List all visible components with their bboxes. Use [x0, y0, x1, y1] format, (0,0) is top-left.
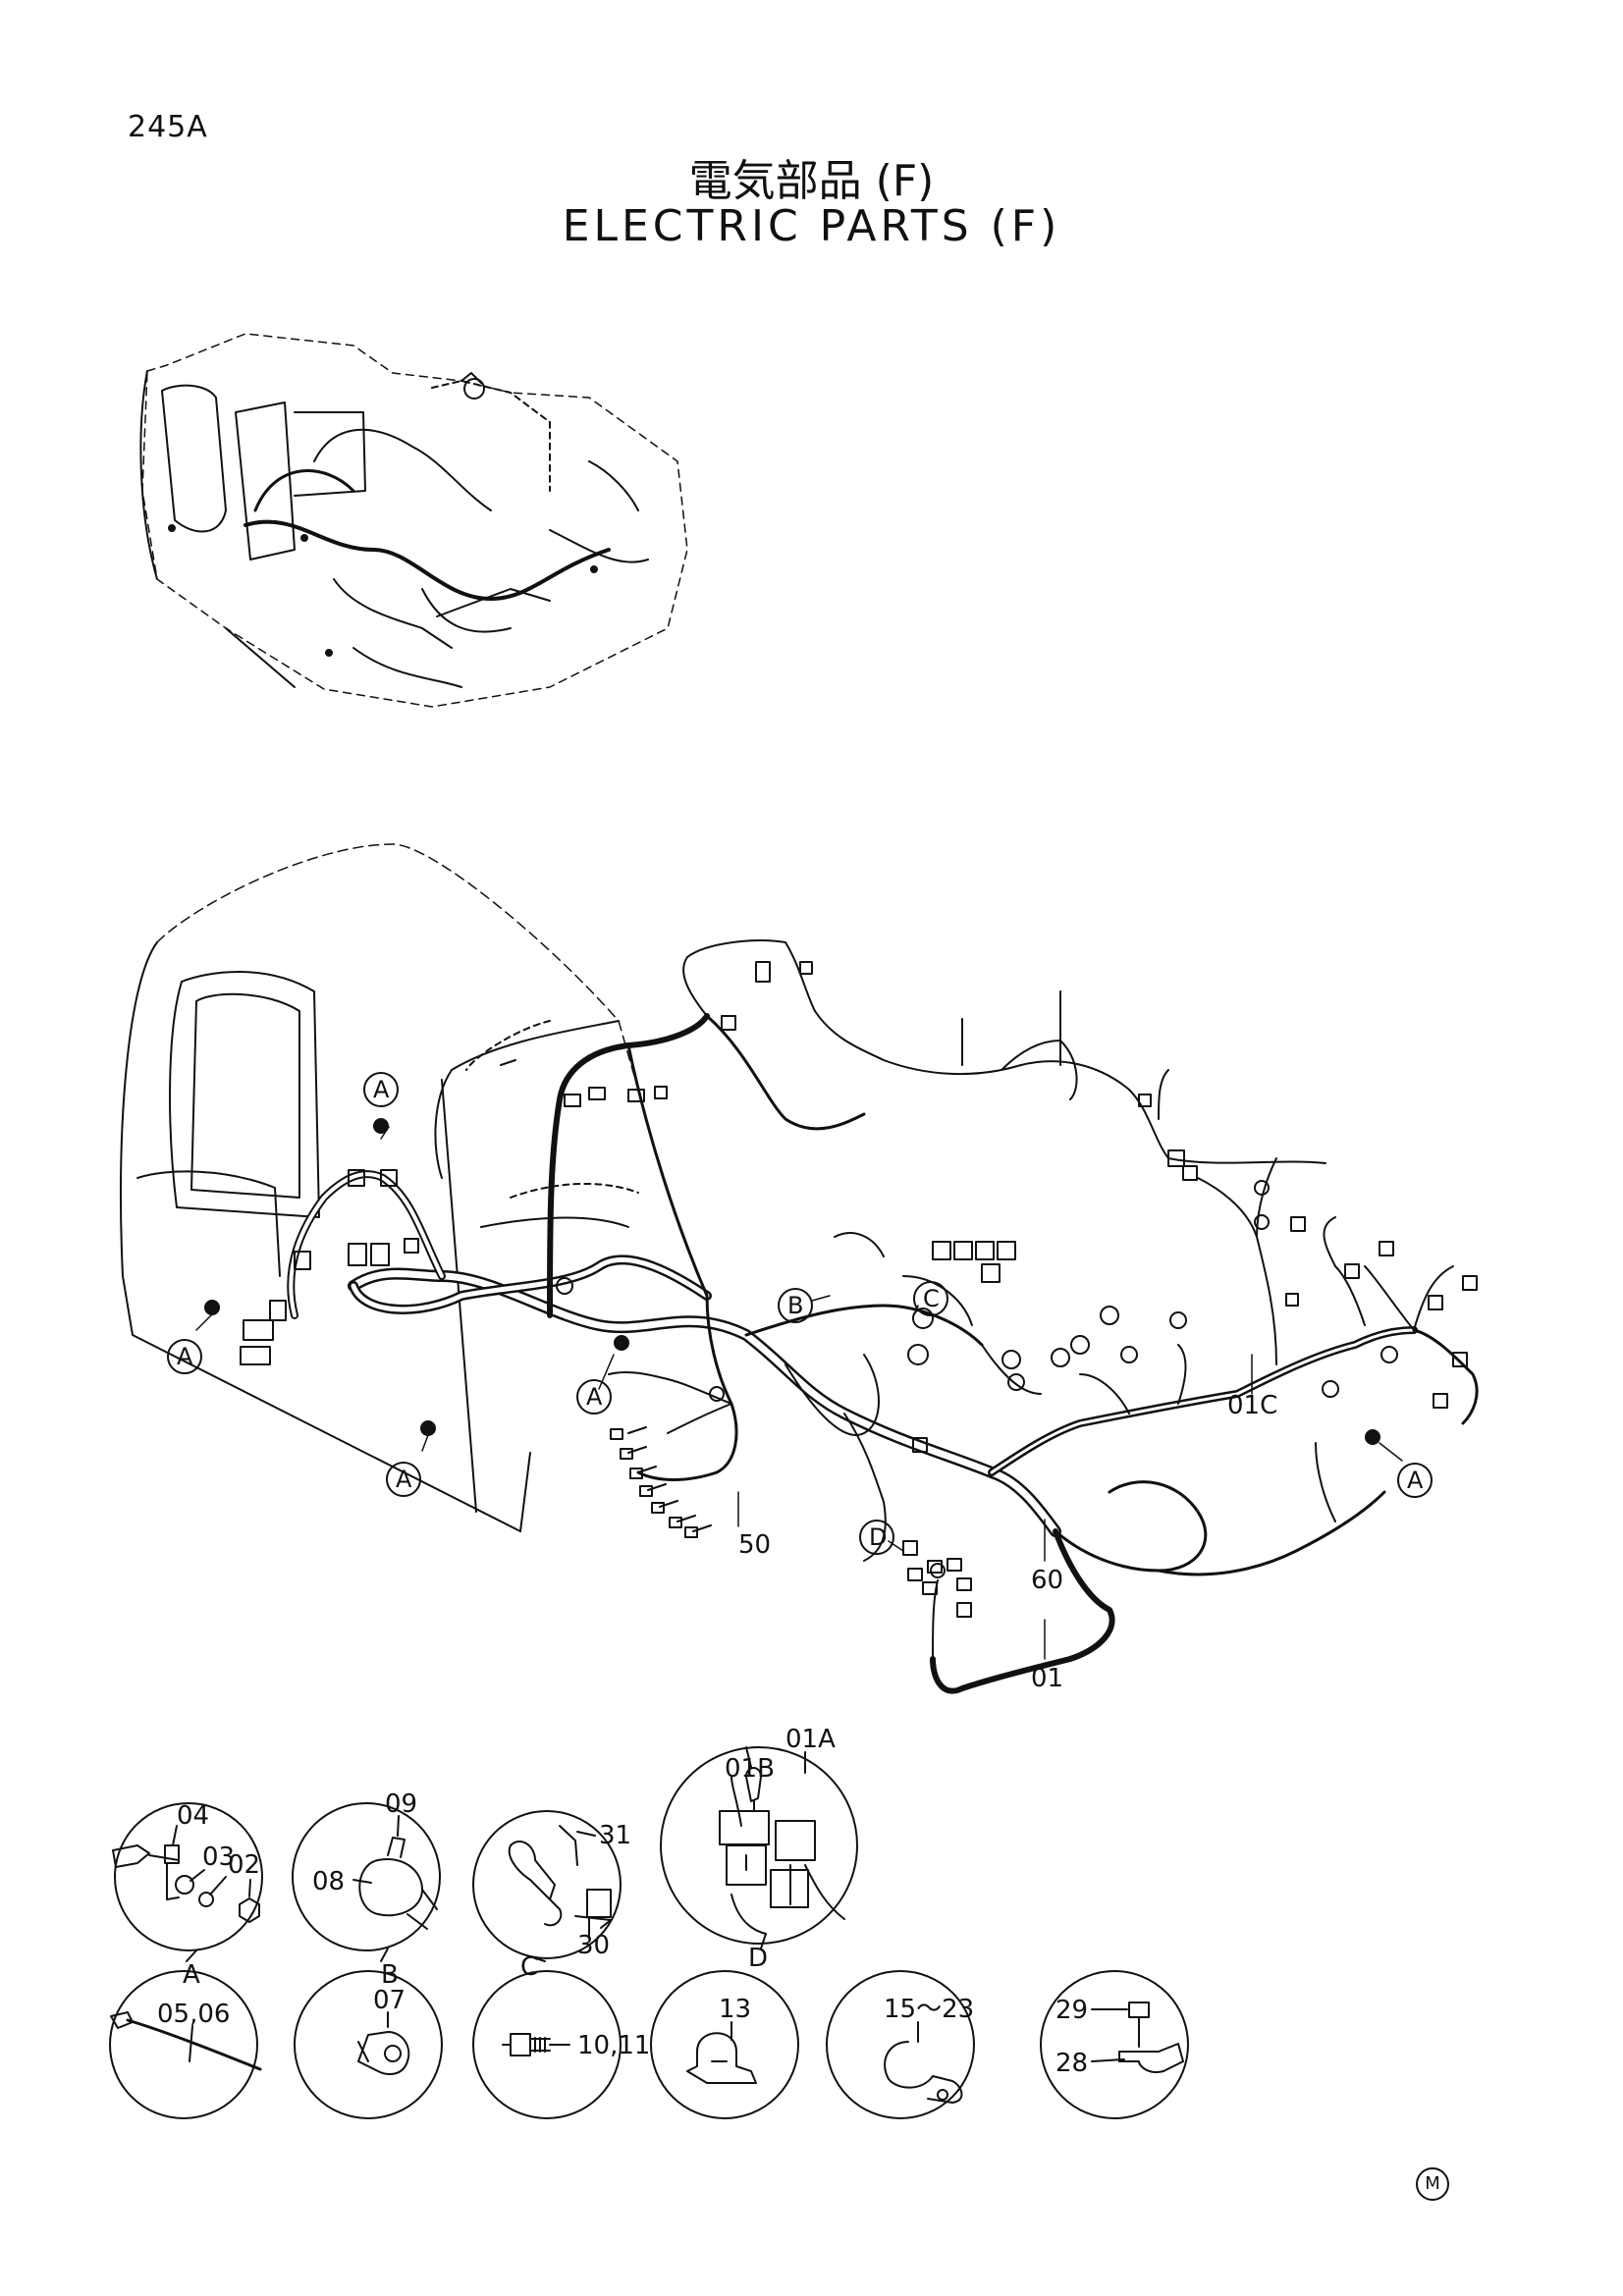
page-code: 245A	[128, 110, 208, 144]
detail-clamp-07	[294, 1970, 443, 2119]
overview-machine	[139, 333, 688, 708]
m-mark: M	[1416, 2167, 1449, 2201]
part-label-01: 01	[1031, 1664, 1063, 1693]
detail-tie-label: 05,06	[157, 2000, 230, 2029]
part-label-01c: 01C	[1227, 1391, 1277, 1420]
detail-d-label-01a: 01A	[785, 1725, 836, 1754]
diagram-labels: A A A A A B C D 50 60 01C 01 04 03 02 A …	[157, 1076, 1424, 2078]
callout-b: B	[787, 1292, 803, 1319]
callout-a-1: A	[373, 1076, 390, 1103]
callout-a-3: A	[586, 1383, 603, 1411]
detail-a-label-03: 03	[202, 1842, 235, 1872]
detail-clip13-label: 13	[719, 1995, 751, 2024]
part-label-50: 50	[738, 1530, 771, 1560]
title-japanese: 電気部品 (F)	[688, 156, 935, 206]
detail-bolt	[472, 1970, 622, 2119]
detail-D	[660, 1746, 858, 1949]
detail-bolt-label: 10,11	[577, 2031, 650, 2060]
callout-c: C	[923, 1285, 940, 1312]
leader-lines	[195, 1126, 1403, 1660]
detail-C	[472, 1810, 622, 1962]
connectors	[204, 961, 1478, 1618]
detail-clip-15	[826, 1970, 975, 2119]
callout-a-5: A	[1407, 1467, 1424, 1494]
detail-b-letter: B	[381, 1960, 399, 1990]
detail-d-label-01b: 01B	[725, 1754, 775, 1784]
detail-bolt29-label-28: 28	[1055, 2049, 1088, 2078]
callout-d: D	[869, 1523, 887, 1551]
main-cab-outline	[120, 843, 639, 1532]
detail-B	[292, 1802, 441, 1962]
detail-clip-13	[650, 1970, 799, 2119]
detail-d-letter: D	[748, 1944, 768, 1973]
detail-a-label-04: 04	[177, 1801, 209, 1831]
title-english: ELECTRIC PARTS (F)	[562, 201, 1061, 251]
detail-clip15-label: 15～23	[884, 1995, 974, 2024]
main-harness	[287, 939, 1479, 1694]
callout-a-4: A	[396, 1466, 412, 1493]
detail-clamp07-label: 07	[373, 1986, 406, 2015]
detail-A	[112, 1802, 263, 1962]
detail-a-letter: A	[183, 1960, 200, 1990]
callout-circles	[167, 1072, 1433, 1555]
detail-tie	[109, 1970, 262, 2119]
detail-a-label-02: 02	[228, 1850, 260, 1880]
detail-bolt-29	[1040, 1970, 1189, 2119]
detail-bolt29-label-29: 29	[1055, 1996, 1088, 2025]
detail-c-label-30: 30	[577, 1931, 610, 1960]
part-label-60: 60	[1031, 1566, 1063, 1595]
callout-a-2: A	[177, 1343, 193, 1370]
detail-c-letter: C	[520, 1952, 538, 1982]
detail-b-label-09: 09	[385, 1789, 417, 1819]
detail-b-label-08: 08	[312, 1867, 345, 1896]
detail-c-label-31: 31	[599, 1821, 631, 1850]
